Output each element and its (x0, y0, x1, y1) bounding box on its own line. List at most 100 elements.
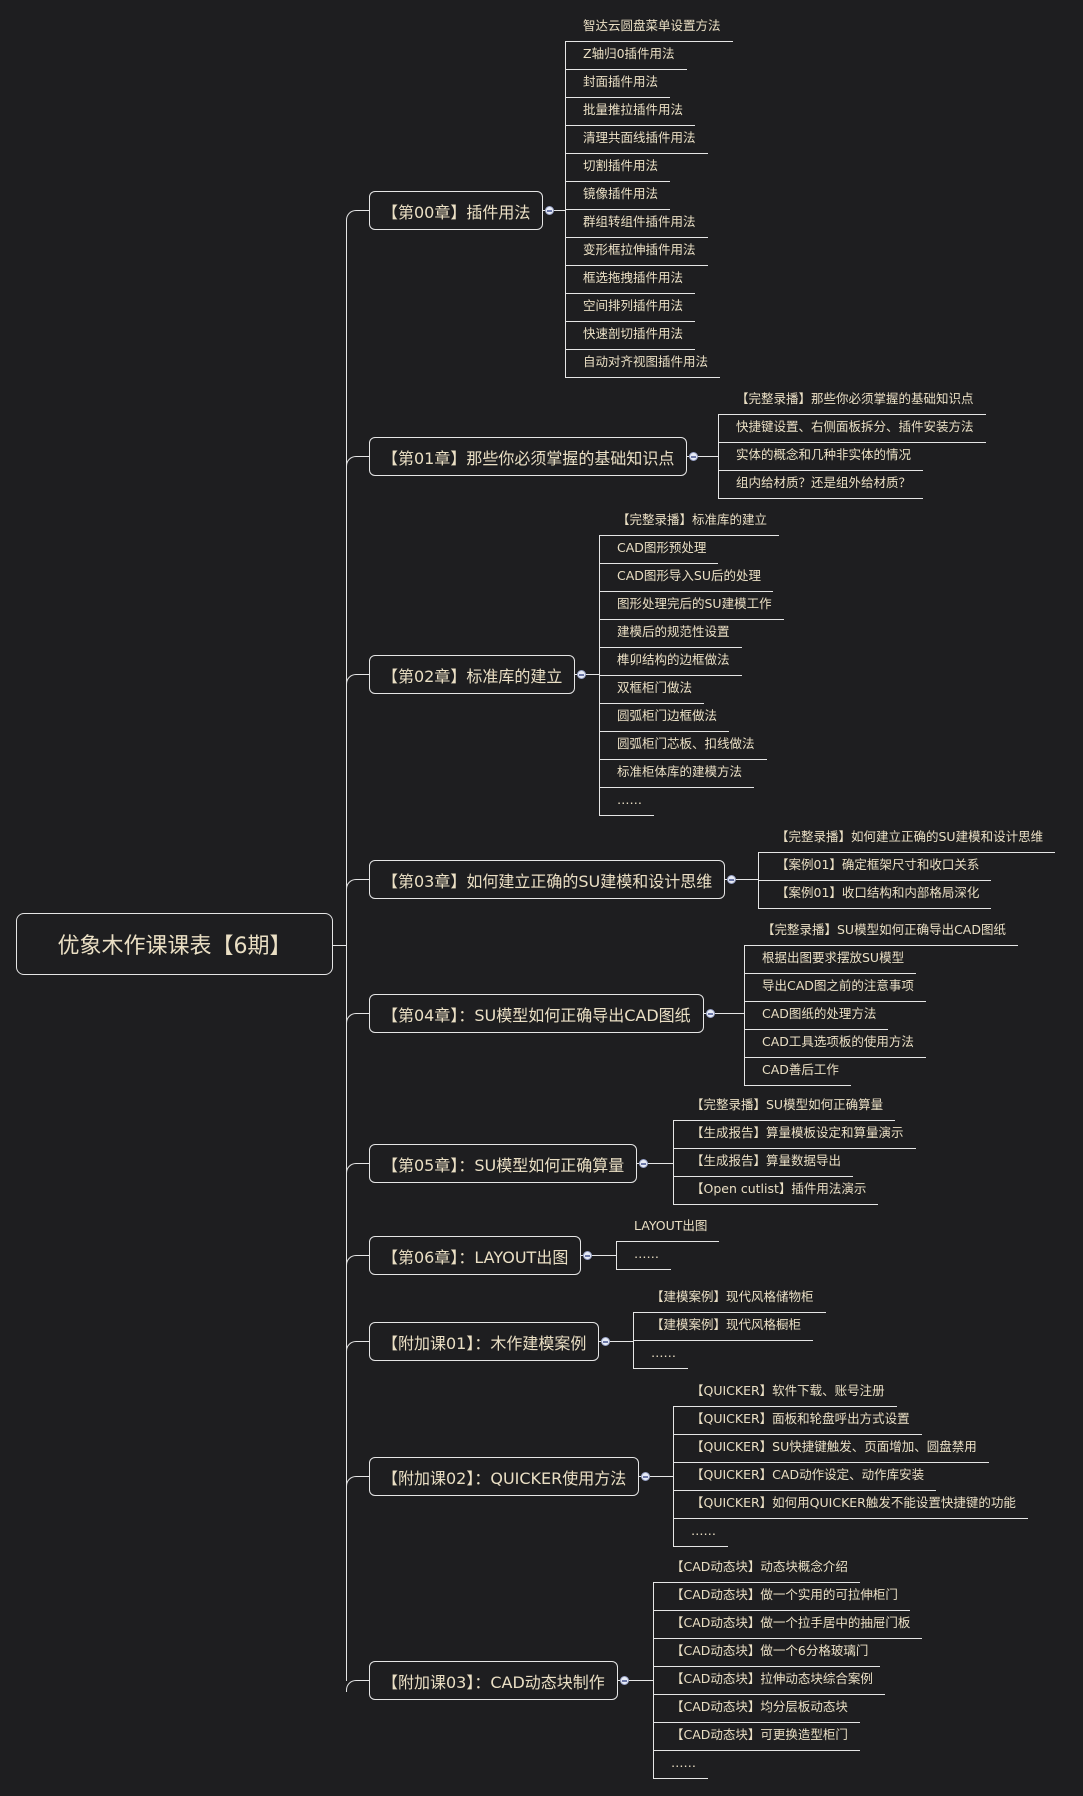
collapse-toggle-icon[interactable] (583, 1251, 592, 1260)
subtopic-item[interactable]: 智达云圆盘菜单设置方法 (565, 14, 733, 42)
subtopic-item[interactable]: 圆弧柜门芯板、扣线做法 (599, 732, 767, 760)
chapter-topic[interactable]: 【第04章】：SU模型如何正确导出CAD图纸 (369, 994, 704, 1033)
subtopic-item[interactable]: …… (673, 1519, 728, 1547)
trunk-line (346, 221, 347, 1681)
subtopic-item[interactable]: 镜像插件用法 (565, 182, 671, 210)
subtopic-item[interactable]: 框选拖拽插件用法 (565, 266, 696, 294)
subtopic-item[interactable]: 建模后的规范性设置 (599, 620, 742, 648)
subtopic-item[interactable]: 清理共面线插件用法 (565, 126, 708, 154)
collapse-toggle-icon[interactable] (639, 1159, 648, 1168)
collapse-toggle-icon[interactable] (641, 1472, 650, 1481)
chapter-label: 【第02章】标准库的建立 (382, 666, 563, 686)
subtopic-item[interactable]: 【完整录播】标准库的建立 (599, 508, 780, 536)
chapter-label: 【第01章】那些你必须掌握的基础知识点 (382, 448, 675, 468)
subtopic-item[interactable]: 【CAD动态块】可更换造型柜门 (653, 1723, 860, 1751)
subtopic-spine (616, 1241, 617, 1269)
collapse-toggle-icon[interactable] (706, 1009, 715, 1018)
subtopic-item[interactable]: 【生成报告】算量数据导出 (673, 1149, 854, 1177)
subtopic-item[interactable]: 双框柜门做法 (599, 676, 705, 704)
subtopic-item[interactable]: 封面插件用法 (565, 70, 671, 98)
subtopic-item[interactable]: 【完整录播】SU模型如何正确算量 (673, 1093, 896, 1121)
subtopic-item[interactable]: CAD图纸的处理方法 (744, 1002, 889, 1030)
subtopic-item[interactable]: 自动对齐视图插件用法 (565, 350, 721, 378)
subtopic-item[interactable]: 【CAD动态块】动态块概念介绍 (653, 1555, 860, 1583)
subtopic-item[interactable]: 图形处理完后的SU建模工作 (599, 592, 784, 620)
chapter-topic[interactable]: 【第00章】插件用法 (369, 191, 544, 230)
subtopic-item[interactable]: 【CAD动态块】做一个6分格玻璃门 (653, 1639, 881, 1667)
subtopic-item[interactable]: 【CAD动态块】做一个拉手居中的抽屉门板 (653, 1611, 923, 1639)
subtopic-item[interactable]: …… (616, 1242, 671, 1270)
subtopic-item[interactable]: 【CAD动态块】做一个实用的可拉伸柜门 (653, 1583, 910, 1611)
subtopic-item[interactable]: 【生成报告】算量模板设定和算量演示 (673, 1121, 916, 1149)
subtopic-item[interactable]: …… (633, 1341, 688, 1369)
subtopic-item[interactable]: 变形框拉伸插件用法 (565, 238, 708, 266)
collapse-toggle-icon[interactable] (689, 452, 698, 461)
subtopic-item[interactable]: CAD善后工作 (744, 1058, 851, 1086)
subtopic-item[interactable]: 实体的概念和几种非实体的情况 (718, 443, 924, 471)
chapter-connector (543, 210, 565, 211)
subtopic-item[interactable]: 【完整录播】如何建立正确的SU建模和设计思维 (758, 825, 1056, 853)
subtopic-spine (744, 945, 745, 1085)
subtopic-item[interactable]: 榫卯结构的边框做法 (599, 648, 742, 676)
chapter-topic[interactable]: 【附加课03】：CAD动态块制作 (369, 1661, 618, 1700)
collapse-toggle-icon[interactable] (620, 1676, 629, 1685)
subtopic-spine (718, 414, 719, 498)
subtopic-item[interactable]: 圆弧柜门边框做法 (599, 704, 730, 732)
chapter-connector (637, 1163, 673, 1164)
subtopic-item[interactable]: 组内给材质？还是组外给材质？ (718, 471, 924, 499)
root-topic[interactable]: 优象木作课课表【6期】 (16, 913, 333, 975)
subtopic-item[interactable]: 导出CAD图之前的注意事项 (744, 974, 926, 1002)
trunk-branch (346, 1476, 369, 1488)
subtopic-item[interactable]: 【QUICKER】面板和轮盘呼出方式设置 (673, 1407, 922, 1435)
subtopic-item[interactable]: 标准柜体库的建模方法 (599, 760, 755, 788)
subtopic-item[interactable]: 【建模案例】现代风格橱柜 (633, 1313, 814, 1341)
subtopic-item[interactable]: 【完整录播】那些你必须掌握的基础知识点 (718, 387, 986, 415)
subtopic-item[interactable]: 【完整录播】SU模型如何正确导出CAD图纸 (744, 918, 1018, 946)
subtopic-item[interactable]: 【案例01】确定框架尺寸和收口关系 (758, 853, 992, 881)
chapter-label: 【第03章】如何建立正确的SU建模和设计思维 (382, 871, 713, 891)
subtopic-item[interactable]: 快速剖切插件用法 (565, 322, 696, 350)
subtopic-item[interactable]: 【QUICKER】CAD动作设定、动作库安装 (673, 1463, 937, 1491)
chapter-connector (725, 879, 758, 880)
subtopic-item[interactable]: 【QUICKER】SU快捷键触发、页面增加、圆盘禁用 (673, 1435, 989, 1463)
subtopic-item[interactable]: 【Open cutlist】插件用法演示 (673, 1177, 879, 1205)
subtopic-item[interactable]: 【QUICKER】如何用QUICKER触发不能设置快捷键的功能 (673, 1491, 1028, 1519)
subtopic-item[interactable]: 【建模案例】现代风格储物柜 (633, 1285, 826, 1313)
chapter-topic[interactable]: 【第02章】标准库的建立 (369, 655, 576, 694)
chapter-topic[interactable]: 【第06章】：LAYOUT出图 (369, 1236, 582, 1275)
subtopic-item[interactable]: 根据出图要求摆放SU模型 (744, 946, 917, 974)
subtopic-item[interactable]: LAYOUT出图 (616, 1214, 720, 1242)
chapter-topic[interactable]: 【附加课01】：木作建模案例 (369, 1322, 600, 1361)
collapse-toggle-icon[interactable] (545, 206, 554, 215)
collapse-toggle-icon[interactable] (577, 670, 586, 679)
trunk-branch (346, 1013, 369, 1025)
subtopic-item[interactable]: 群组转组件插件用法 (565, 210, 708, 238)
subtopic-item[interactable]: …… (599, 788, 654, 816)
chapter-topic[interactable]: 【第01章】那些你必须掌握的基础知识点 (369, 437, 688, 476)
chapter-label: 【第00章】插件用法 (382, 202, 531, 222)
collapse-toggle-icon[interactable] (727, 875, 736, 884)
subtopic-item[interactable]: 【CAD动态块】均分层板动态块 (653, 1695, 860, 1723)
subtopic-item[interactable]: CAD图形导入SU后的处理 (599, 564, 773, 592)
trunk-branch (346, 1255, 369, 1267)
chapter-topic[interactable]: 【附加课02】：QUICKER使用方法 (369, 1457, 640, 1496)
subtopic-item[interactable]: 空间排列插件用法 (565, 294, 696, 322)
chapter-topic[interactable]: 【第05章】：SU模型如何正确算量 (369, 1144, 638, 1183)
subtopic-spine (653, 1582, 654, 1778)
subtopic-item[interactable]: …… (653, 1751, 708, 1779)
subtopic-item[interactable]: 【案例01】收口结构和内部格局深化 (758, 881, 992, 909)
subtopic-item[interactable]: 【QUICKER】软件下载、账号注册 (673, 1379, 897, 1407)
subtopic-item[interactable]: Z轴归0插件用法 (565, 42, 687, 70)
chapter-connector (575, 674, 599, 675)
collapse-toggle-icon[interactable] (601, 1337, 610, 1346)
trunk-branch (346, 879, 369, 891)
subtopic-item[interactable]: 批量推拉插件用法 (565, 98, 696, 126)
subtopic-spine (673, 1120, 674, 1204)
subtopic-item[interactable]: 快捷键设置、右侧面板拆分、插件安装方法 (718, 415, 986, 443)
subtopic-item[interactable]: 切割插件用法 (565, 154, 671, 182)
subtopic-item[interactable]: 【CAD动态块】拉伸动态块综合案例 (653, 1667, 885, 1695)
chapter-topic[interactable]: 【第03章】如何建立正确的SU建模和设计思维 (369, 860, 726, 899)
chapter-connector (581, 1255, 616, 1256)
subtopic-item[interactable]: CAD工具选项板的使用方法 (744, 1030, 926, 1058)
subtopic-item[interactable]: CAD图形预处理 (599, 536, 719, 564)
